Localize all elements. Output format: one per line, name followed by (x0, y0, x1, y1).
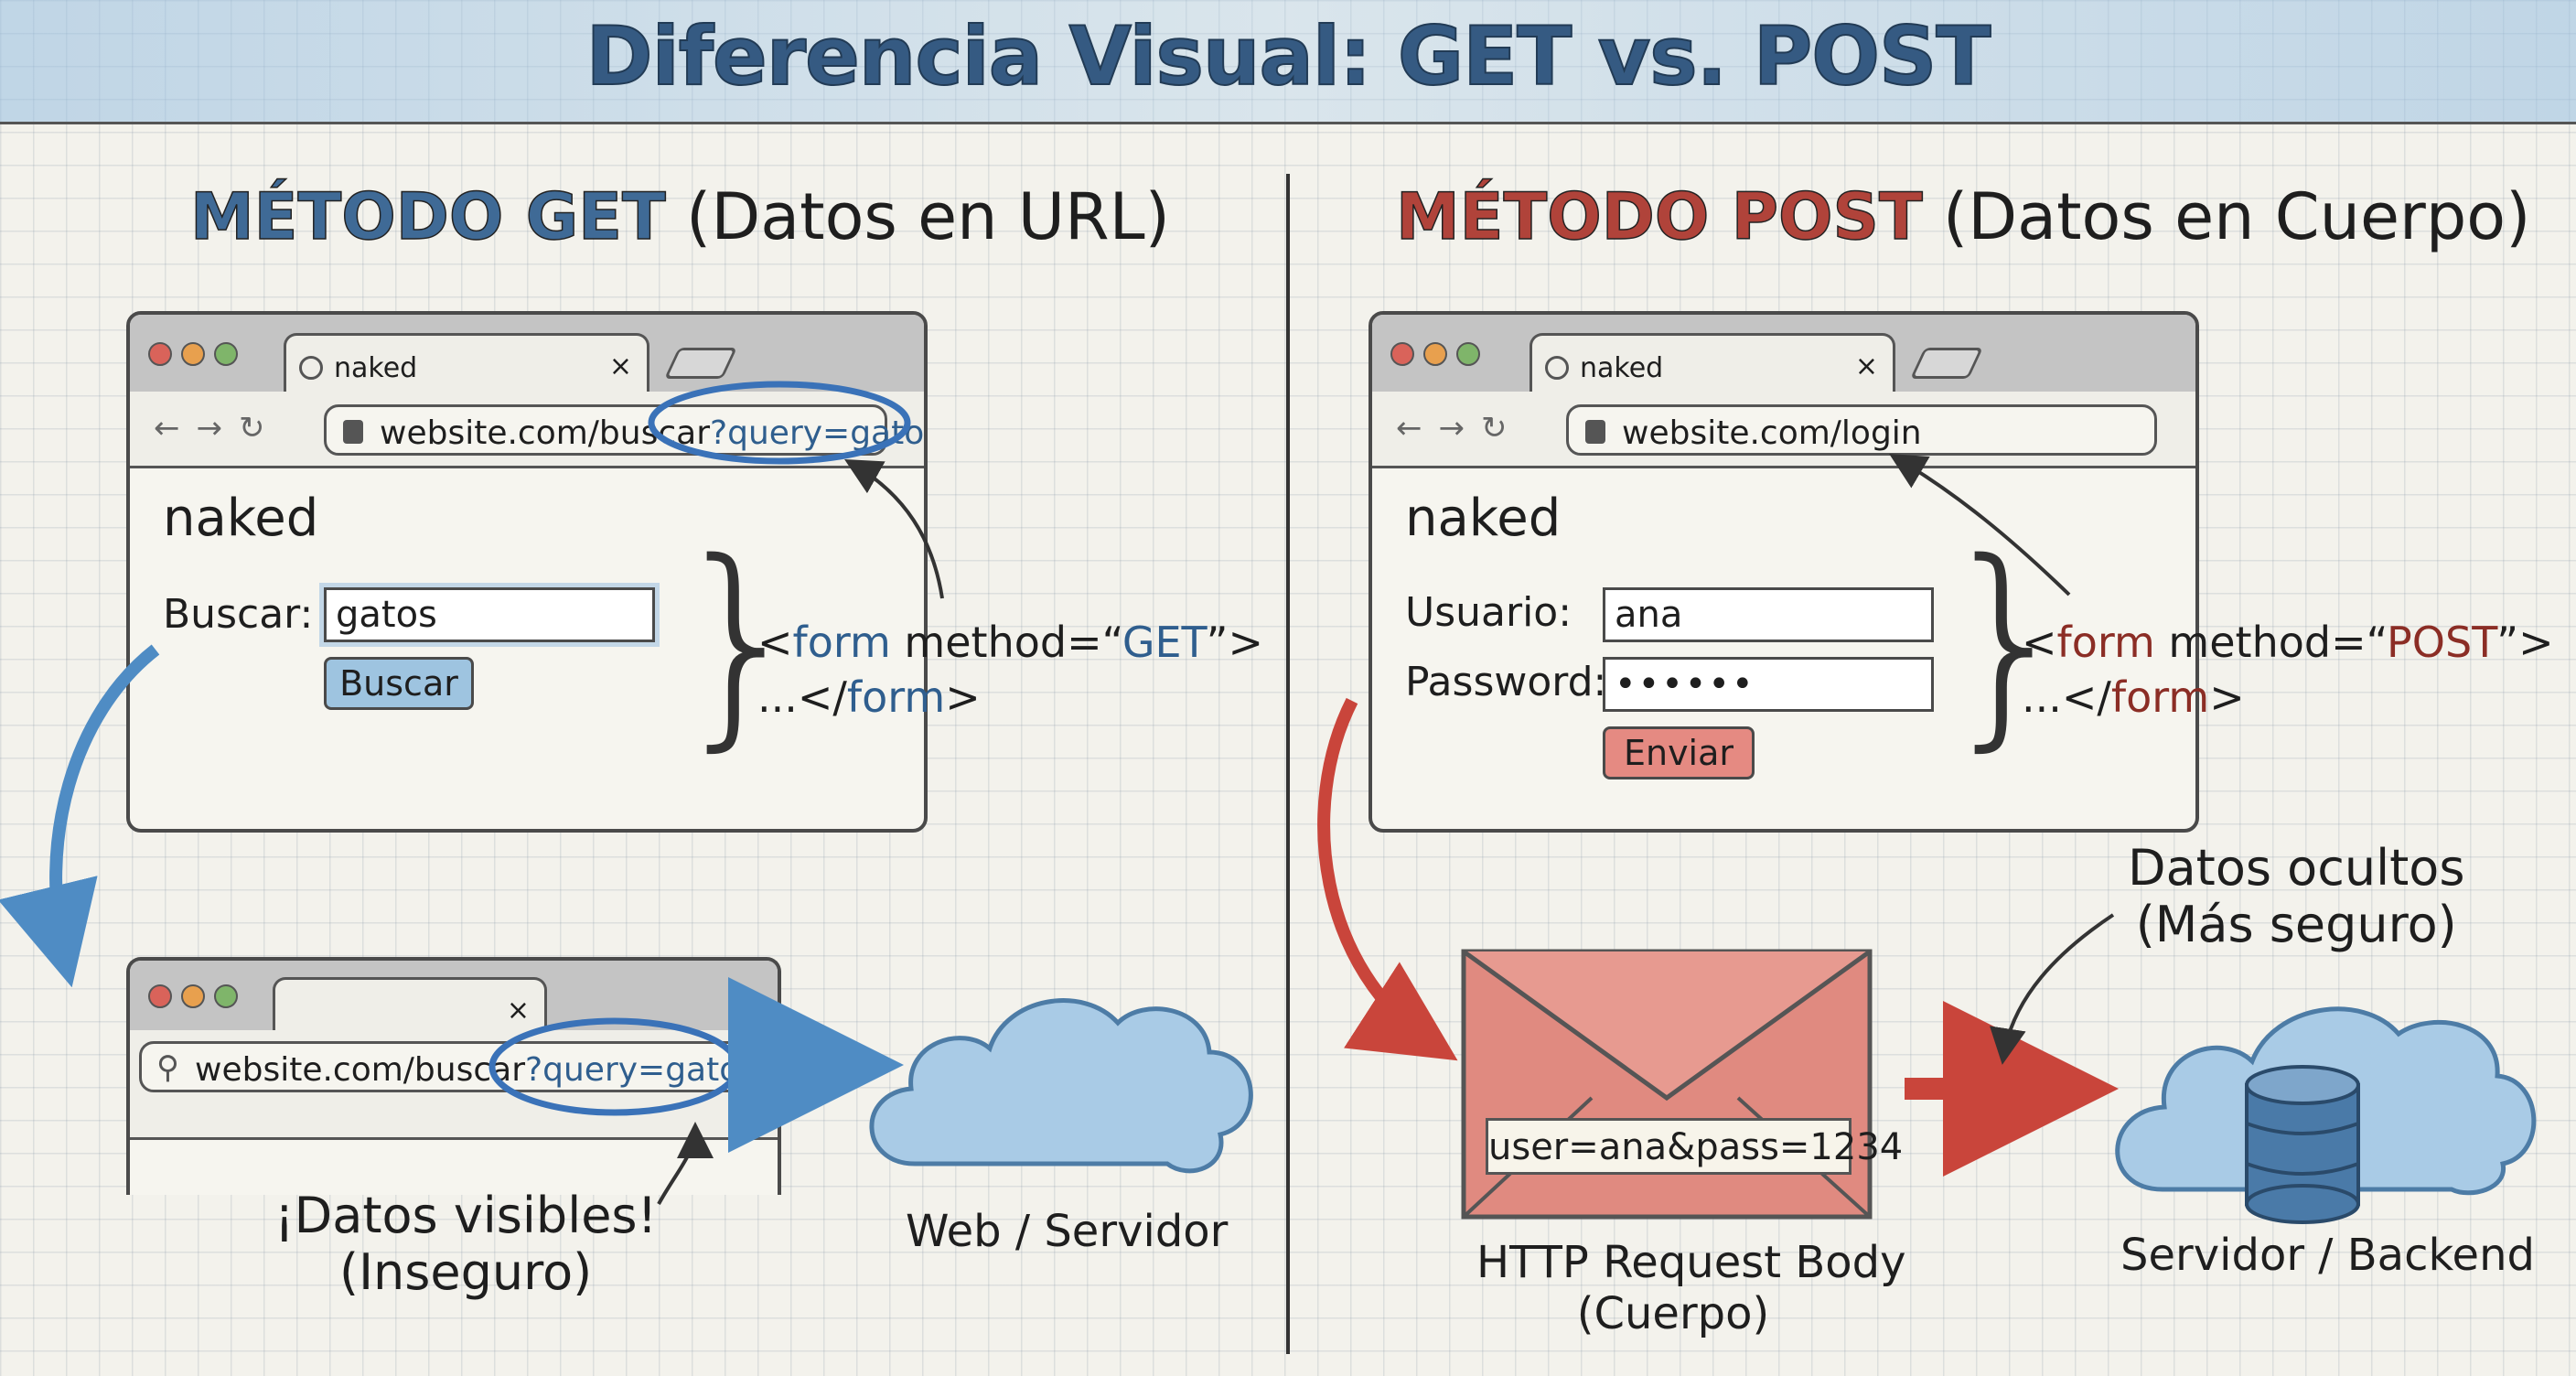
get-note: ¡Datos visibles! (Inseguro) (274, 1188, 657, 1301)
submit-button[interactable]: Enviar (1603, 726, 1755, 779)
minimize-dot-icon[interactable] (181, 984, 205, 1008)
get-heading-method: MÉTODO GET (189, 178, 666, 255)
page-title: Diferencia Visual: GET vs. POST (585, 8, 1992, 104)
address-bar[interactable]: website.com/buscar?query=gatos (324, 404, 924, 456)
browser-tab[interactable]: naked × (284, 333, 649, 397)
forward-icon[interactable]: → (196, 410, 239, 446)
reload-icon[interactable]: ↻ (239, 410, 282, 446)
post-heading-method: MÉTODO POST (1395, 178, 1923, 255)
password-label: Password: (1405, 659, 1607, 705)
lock-icon (343, 420, 363, 444)
get-heading-rest: (Datos en URL) (686, 179, 1170, 254)
window-controls (148, 342, 238, 366)
window-controls (1390, 342, 1480, 366)
tab-title: naked (1580, 352, 1664, 384)
search-button[interactable]: Buscar (324, 657, 474, 710)
tab-title: naked (334, 352, 418, 384)
address-row: ←→↻ website.com/buscar?query=gatos (130, 392, 924, 468)
close-dot-icon[interactable] (148, 342, 172, 366)
get-form-code: <form method=“GET”> ...</form> (757, 615, 1263, 725)
url-base: website.com/buscar (195, 1051, 526, 1089)
backend-cloud-icon (2115, 1006, 2537, 1196)
minimize-dot-icon[interactable] (181, 342, 205, 366)
post-form-code: <form method=“POST”> ...</form> (2022, 615, 2554, 725)
get-server-caption: Web / Servidor (906, 1206, 1229, 1257)
window-controls (148, 984, 238, 1008)
search-icon: ⚲ (156, 1049, 179, 1086)
back-icon[interactable]: ← (154, 410, 197, 446)
request-body-payload: user=ana&pass=1234 (1486, 1118, 1903, 1175)
url-query: ?query=gatos (525, 1051, 757, 1089)
tab-close-icon[interactable]: × (506, 994, 530, 1027)
database-icon (2245, 1065, 2360, 1224)
search-label: Buscar: (163, 591, 314, 638)
url-base: website.com/buscar (380, 414, 711, 452)
browser-tab[interactable]: × (273, 977, 547, 1032)
back-icon[interactable]: ← (1396, 410, 1439, 446)
post-note-arrow (1990, 913, 2115, 1065)
post-body-caption: HTTP Request Body (Cuerpo) (1476, 1237, 1906, 1339)
password-field[interactable]: •••••• (1603, 657, 1934, 712)
url: website.com/login (1622, 414, 1922, 452)
get-code-line2: ...</form> (757, 672, 981, 722)
maximize-dot-icon[interactable] (1456, 342, 1480, 366)
post-code-line2: ...</form> (2022, 672, 2245, 722)
post-code-line1: <form method=“POST”> (2022, 618, 2554, 667)
post-server-caption: Servidor / Backend (2120, 1230, 2535, 1281)
search-input[interactable]: gatos (324, 587, 655, 642)
maximize-dot-icon[interactable] (214, 342, 238, 366)
forward-icon[interactable]: → (1438, 410, 1481, 446)
close-dot-icon[interactable] (1390, 342, 1414, 366)
web-cloud-icon (869, 998, 1253, 1174)
tab-close-icon[interactable]: × (1854, 350, 1878, 382)
nav-icons: ←→↻ (1396, 410, 1524, 446)
post-body-caption-line2: (Cuerpo) (1576, 1288, 1770, 1339)
post-heading: MÉTODO POST (Datos en Cuerpo) (1395, 178, 2531, 255)
get-heading: MÉTODO GET (Datos en URL) (189, 178, 1170, 255)
url-query: ?query=gatos (710, 414, 928, 452)
address-bar[interactable]: website.com/login (1566, 404, 2157, 456)
get-note-line2: (Inseguro) (339, 1243, 593, 1301)
page-heading: naked (1405, 489, 1562, 548)
post-browser-window: naked × ←→↻ website.com/login naked Usua… (1368, 311, 2199, 833)
post-note-line2: (Más seguro) (2135, 896, 2457, 953)
result-address-bar[interactable]: ⚲ website.com/buscar?query=gatos (139, 1041, 770, 1092)
post-note: Datos ocultos (Más seguro) (2128, 840, 2464, 953)
title-band (0, 0, 2576, 124)
maximize-dot-icon[interactable] (214, 984, 238, 1008)
browser-tab[interactable]: naked × (1530, 333, 1895, 397)
get-result-window: × ⚲ website.com/buscar?query=gatos (126, 957, 781, 1195)
post-heading-rest: (Datos en Cuerpo) (1942, 179, 2531, 254)
nav-icons: ←→↻ (154, 410, 282, 446)
minimize-dot-icon[interactable] (1423, 342, 1447, 366)
get-note-line1: ¡Datos visibles! (274, 1187, 658, 1244)
tab-close-icon[interactable]: × (608, 350, 632, 382)
get-brace: } (670, 514, 810, 770)
globe-icon (299, 356, 323, 380)
post-body-caption-line1: HTTP Request Body (1476, 1237, 1906, 1288)
username-field[interactable]: ana (1603, 587, 1934, 642)
post-note-line1: Datos ocultos (2128, 839, 2465, 897)
envelope-icon (1461, 949, 1873, 1220)
address-row: ⚲ website.com/buscar?query=gatos (130, 1030, 778, 1140)
username-label: Usuario: (1405, 589, 1572, 636)
page-heading: naked (163, 489, 319, 548)
reload-icon[interactable]: ↻ (1481, 410, 1524, 446)
get-code-line1: <form method=“GET”> (757, 618, 1263, 667)
globe-icon (1545, 356, 1569, 380)
lock-icon (1585, 420, 1605, 444)
close-dot-icon[interactable] (148, 984, 172, 1008)
address-row: ←→↻ website.com/login (1372, 392, 2195, 468)
center-divider (1286, 174, 1290, 1354)
